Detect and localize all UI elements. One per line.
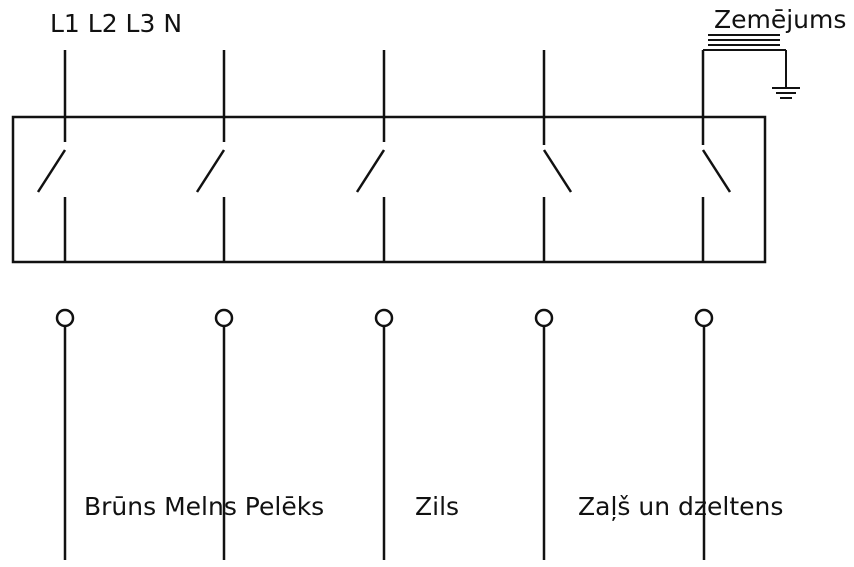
switch-pole-4 <box>542 50 573 262</box>
switch-pole-3 <box>355 50 386 262</box>
wire-label-blue: Zils <box>415 492 459 521</box>
switch-housing <box>11 115 767 264</box>
wire-label-green-yellow: Zaļš un dzeltens <box>578 492 783 521</box>
switch-pole-5 <box>701 50 732 262</box>
terminal-4 <box>534 308 554 560</box>
terminal-3 <box>374 308 394 560</box>
terminal-1 <box>55 308 75 560</box>
terminal-2 <box>214 308 234 560</box>
switch-pole-2 <box>195 50 226 262</box>
ground-symbol <box>703 34 800 99</box>
phase-labels: L1 L2 L3 N <box>50 9 182 38</box>
terminal-5 <box>694 308 714 560</box>
wire-label-brown-black-grey: Brūns Melns Pelēks <box>84 492 324 521</box>
ground-label: Zemējums <box>714 5 846 34</box>
switch-pole-1 <box>36 50 67 262</box>
